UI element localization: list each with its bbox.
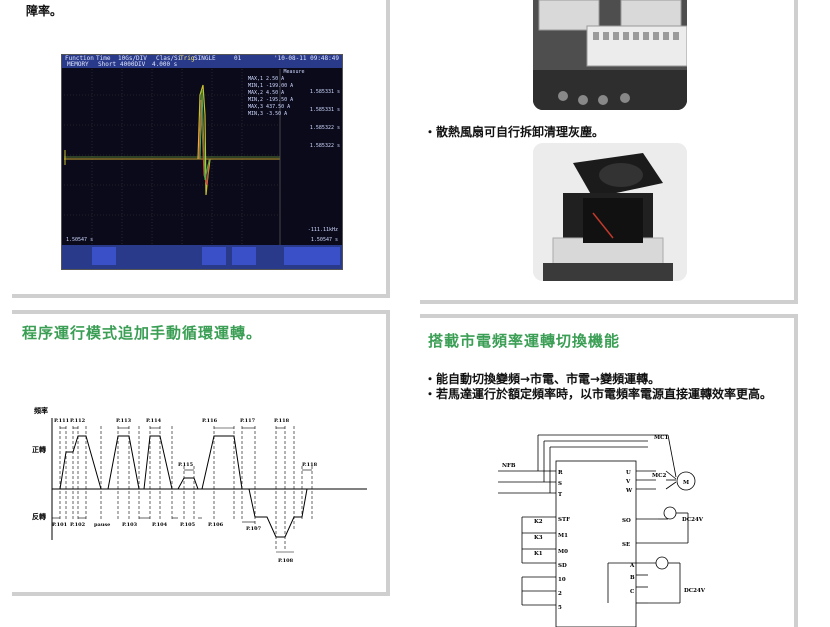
scope-label: MEMORY bbox=[67, 61, 89, 68]
marker-p113: P.113 bbox=[116, 418, 132, 424]
fan-photo bbox=[533, 143, 687, 281]
marker-p111: P.111 bbox=[54, 418, 69, 424]
freq-axis-label: 頻率 bbox=[34, 406, 48, 415]
marker-p104: P.104 bbox=[152, 522, 168, 528]
circuit-r: R bbox=[558, 470, 563, 476]
scope-measure-row: MAX,3 437.50 A bbox=[248, 104, 291, 110]
circuit-m0: M0 bbox=[558, 549, 568, 555]
bypass-title: 搭載市電頻率運轉切換機能 bbox=[428, 332, 621, 350]
circuit-v: V bbox=[625, 479, 631, 485]
scope-waveform bbox=[62, 69, 342, 269]
fault-rate-text: 障率。 bbox=[26, 4, 63, 18]
marker-p116: P.116 bbox=[202, 418, 218, 424]
forward-label: 正轉 bbox=[32, 445, 46, 454]
scope-label: Clas/Si bbox=[156, 55, 182, 62]
scope-label: 10Gs/DIV bbox=[118, 55, 147, 62]
scope-value: 1.585322 s bbox=[309, 125, 340, 131]
scope-measure-row: MIN,2 -195.50 A bbox=[248, 97, 294, 103]
circuit-k2: K2 bbox=[534, 519, 543, 525]
scope-label: Trig bbox=[180, 55, 195, 62]
reverse-label: 反轉 bbox=[32, 512, 46, 521]
scope-measure-row: MIN,3 -3.50 A bbox=[248, 111, 288, 117]
scope-measure-row: MAX,1 2.50 A bbox=[248, 76, 285, 82]
circuit-dc24v-2: DC24V bbox=[684, 588, 706, 594]
circuit-m1: M1 bbox=[558, 533, 568, 539]
circuit-u: U bbox=[626, 470, 631, 476]
scope-label: Function bbox=[65, 55, 94, 62]
scope-label: Time bbox=[96, 55, 111, 62]
bypass-panel bbox=[420, 314, 798, 627]
scope-right-values: 1.585331 s 1.585331 s 1.585322 s 1.58532… bbox=[310, 83, 340, 155]
circuit-t: T bbox=[558, 492, 563, 498]
fan-text: ・散熱風扇可自行拆卸清理灰塵。 bbox=[424, 125, 605, 139]
circuit-5: 5 bbox=[558, 605, 562, 611]
timing-chart: 頻率 正轉 反轉 P.111 P.112 P.113 P.114 P.116 P… bbox=[32, 406, 367, 564]
marker-p107: P.107 bbox=[246, 526, 262, 532]
circuit-k3: K3 bbox=[534, 535, 543, 541]
circuit-nfb: NFB bbox=[502, 463, 516, 469]
circuit-a: A bbox=[629, 563, 635, 569]
circuit-sd: SD bbox=[558, 563, 567, 569]
scope-label: 01 bbox=[234, 55, 242, 62]
scope-value: 1.585331 s bbox=[309, 107, 340, 113]
scope-measure-row: MAX,2 4.50 A bbox=[248, 90, 285, 96]
bypass-bullet-2: ・若馬達運行於額定頻率時，以市電頻率電源直接運轉效率更高。 bbox=[424, 387, 773, 401]
circuit-mc1: MC1 bbox=[654, 435, 668, 441]
circuit-se: SE bbox=[622, 542, 630, 548]
marker-p117: P.117 bbox=[240, 418, 256, 424]
marker-p114: P.114 bbox=[146, 418, 162, 424]
marker-p102: P.102 bbox=[70, 522, 86, 528]
circuit-k1: K1 bbox=[534, 551, 543, 557]
circuit-10: 10 bbox=[558, 577, 566, 583]
circuit-so: SO bbox=[622, 518, 631, 524]
scope-value: 1.585331 s bbox=[309, 89, 340, 95]
terminal-block-illustration bbox=[533, 0, 687, 110]
marker-p115: P.115 bbox=[178, 462, 194, 468]
scope-bottom-right: 1.50547 s bbox=[310, 237, 338, 243]
scope-bottom-mid: -111.11kHz bbox=[307, 227, 338, 233]
program-mode-title: 程序運行模式追加手動循環運轉。 bbox=[22, 324, 263, 342]
scope-value: 1.585322 s bbox=[309, 143, 340, 149]
marker-p108: P.108 bbox=[278, 558, 294, 564]
scope-bottom-left: 1.50547 s bbox=[66, 237, 94, 243]
circuit-2: 2 bbox=[558, 591, 562, 597]
marker-p118b: P.118 bbox=[302, 462, 318, 468]
scope-measure-title: Measure bbox=[283, 69, 305, 75]
marker-pause: pause bbox=[94, 522, 110, 528]
scope-label: 4000DIV bbox=[120, 61, 146, 68]
circuit-c: C bbox=[630, 589, 635, 595]
circuit-b: B bbox=[630, 575, 635, 581]
scope-header: Function Time 10Gs/DIV Clas/Si Trig SING… bbox=[62, 55, 342, 68]
scope-timestamp: '10-08-11 09:48:49 bbox=[273, 55, 339, 62]
marker-p118: P.118 bbox=[274, 418, 290, 424]
circuit-s: S bbox=[558, 481, 562, 487]
circuit-dc24v-1: DC24V bbox=[682, 517, 704, 523]
scope-measure: Measure MAX,1 2.50 A MIN,1 -199.00 A MAX… bbox=[248, 69, 340, 118]
scope-measure-row: MIN,1 -199.00 A bbox=[248, 83, 294, 89]
fan-illustration bbox=[533, 143, 687, 281]
oscilloscope-image: Function Time 10Gs/DIV Clas/Si Trig SING… bbox=[61, 54, 343, 270]
marker-p103: P.103 bbox=[122, 522, 138, 528]
circuit-stf: STF bbox=[558, 517, 570, 523]
marker-p105: P.105 bbox=[180, 522, 196, 528]
scope-label: SINGLE bbox=[194, 55, 216, 62]
circuit-diagram: NFB R S T U V W MC1 MC2 M K2 K3 K1 STF M… bbox=[498, 434, 706, 627]
program-mode-panel bbox=[12, 310, 390, 596]
circuit-w: W bbox=[625, 488, 633, 494]
circuit-m: M bbox=[683, 480, 689, 486]
marker-p101: P.101 bbox=[52, 522, 67, 528]
marker-p112: P.112 bbox=[70, 418, 86, 424]
terminal-block-photo bbox=[533, 0, 687, 110]
marker-p106: P.106 bbox=[208, 522, 224, 528]
circuit-mc2: MC2 bbox=[652, 473, 666, 479]
bypass-bullet-1: ・能自動切換變頻→市電、市電→變頻運轉。 bbox=[424, 372, 661, 386]
scope-label: 4.000 s bbox=[152, 61, 178, 68]
scope-label: Short bbox=[98, 61, 117, 68]
